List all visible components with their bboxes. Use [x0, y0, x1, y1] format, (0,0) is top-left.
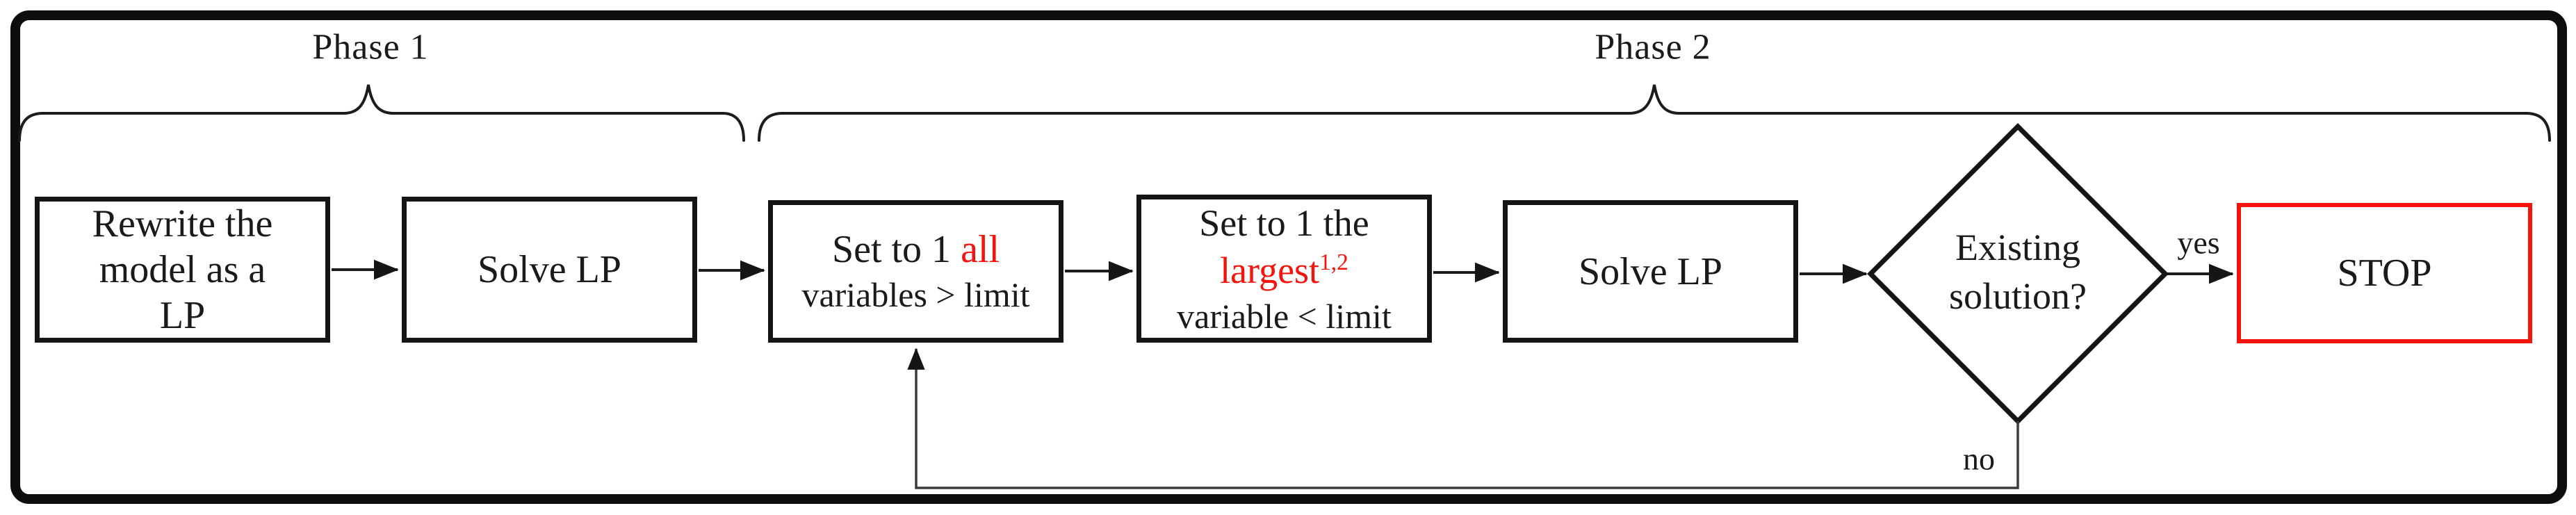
- box-set-largest-line2: largest1,2: [1220, 247, 1348, 294]
- box-rewrite-line3: LP: [159, 294, 206, 337]
- box-set-all: Set to 1 all variables > limit: [768, 200, 1063, 343]
- no-edge-label: no: [1963, 441, 1995, 477]
- box-set-all-line2: variables > limit: [801, 275, 1030, 314]
- box-solve-lp-2-label: Solve LP: [1579, 250, 1722, 293]
- box-solve-lp-1-label: Solve LP: [478, 248, 621, 291]
- box-set-all-line1: Set to 1 all: [832, 227, 1000, 272]
- phase1-label: Phase 1: [312, 27, 429, 67]
- yes-edge-label: yes: [2177, 224, 2220, 261]
- box-set-largest-line1: Set to 1 the: [1199, 202, 1369, 244]
- box-set-largest-highlight: largest: [1220, 249, 1320, 291]
- box-set-largest: Set to 1 the largest1,2 variable < limit: [1136, 195, 1432, 343]
- box-stop: STOP: [2237, 203, 2532, 343]
- box-solve-lp-1: Solve LP: [402, 197, 697, 343]
- no-loop-arrow: [907, 348, 2019, 489]
- phase2-brace: [758, 84, 2551, 142]
- outer-frame: [10, 10, 2567, 504]
- box-set-all-line1-prefix: Set to 1: [831, 227, 961, 271]
- phase2-label: Phase 2: [1595, 27, 1711, 67]
- box-set-largest-line3: variable < limit: [1177, 296, 1392, 336]
- box-rewrite-model: Rewrite the model as a LP: [35, 197, 330, 343]
- box-rewrite-line2: model as a: [99, 248, 266, 291]
- phase1-brace: [18, 84, 745, 142]
- decision-line2: solution?: [1949, 275, 2087, 317]
- decision-line1: Existing: [1955, 227, 2080, 268]
- box-stop-label: STOP: [2337, 252, 2432, 295]
- box-set-largest-superscript: 1,2: [1319, 249, 1348, 275]
- box-rewrite-line1: Rewrite the: [92, 202, 273, 245]
- decision-diamond-text: Existing solution?: [1949, 223, 2087, 320]
- box-set-all-highlight: all: [961, 227, 1000, 271]
- box-solve-lp-2: Solve LP: [1503, 200, 1798, 343]
